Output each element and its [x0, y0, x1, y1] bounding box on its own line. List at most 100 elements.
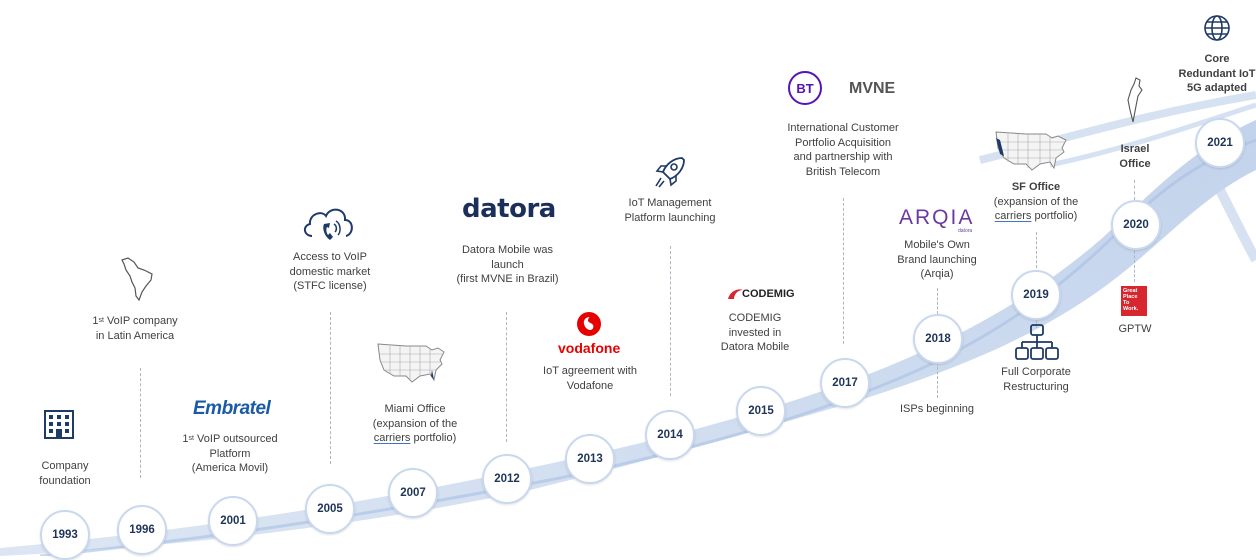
milestone-line: (America Movil)	[191, 462, 269, 474]
milestone-2020-bottom-text: GPTW	[1118, 323, 1152, 335]
milestone-line: (first MVNE in Brazil)	[456, 273, 559, 285]
milestone-line: British Telecom	[805, 165, 881, 178]
milestone-line: Restructuring	[1003, 380, 1069, 393]
milestone-line: Datora Mobile	[720, 341, 790, 353]
milestone-line: domestic market	[289, 265, 371, 278]
gptw-line: To	[1123, 300, 1130, 306]
vodafone-logo-icon	[577, 312, 601, 336]
connector-line	[330, 312, 331, 464]
year-marker-1993: 1993	[40, 510, 90, 560]
milestone-line: (Arqia)	[920, 268, 954, 280]
milestone-line: Platform	[209, 447, 251, 460]
milestone-line: Vodafone	[566, 379, 614, 392]
year-marker-2017: 2017	[820, 358, 870, 408]
codemig-logo: CODEMIG	[742, 288, 795, 300]
year-marker-2020: 2020	[1111, 200, 1161, 250]
connector-line	[937, 288, 938, 314]
year-marker-2001: 2001	[208, 496, 258, 546]
milestone-line: Mobile's Own	[904, 239, 970, 251]
embratel-logo: Embratel	[193, 398, 271, 419]
usa-map-icon	[377, 343, 445, 383]
gptw-line: Work.	[1123, 306, 1139, 312]
milestone-line: and partnership with	[793, 151, 893, 163]
ordinal-suffix: st	[188, 435, 194, 442]
milestone-line: launch	[491, 258, 524, 271]
milestone-line: (STFC license)	[293, 280, 367, 292]
milestone-line: in Latin America	[95, 329, 175, 342]
milestone-line: Israel	[1120, 143, 1150, 155]
milestone-1996-text: 1st VoIP company in Latin America	[70, 314, 200, 343]
milestone-2012-text: Datora Mobile was launch (first MVNE in …	[435, 243, 580, 287]
milestone-line: 1st VoIP company	[70, 314, 200, 329]
milestone-text: VoIP outsourced	[197, 433, 278, 445]
milestone-1993-text: Company foundation	[20, 459, 110, 488]
year-marker-2013: 2013	[565, 434, 615, 484]
year-marker-2007: 2007	[388, 468, 438, 518]
milestone-2018-bottom-text: ISPs beginning	[900, 403, 974, 415]
latin-america-map-icon	[121, 257, 153, 302]
milestone-line: SF Office	[1011, 181, 1061, 193]
milestone-line: (expansion of the	[372, 417, 458, 430]
usa-map-sf-icon	[995, 131, 1067, 171]
milestone-line: Office	[1119, 157, 1151, 170]
year-marker-2005: 2005	[305, 484, 355, 534]
milestone-line: IoT agreement with	[543, 365, 637, 377]
milestone-2019-bottom-text: Full Corporate Restructuring	[976, 365, 1096, 394]
milestone-line: Brand launching	[897, 253, 977, 266]
milestone-line: IoT Management	[628, 197, 712, 209]
connector-line	[1036, 232, 1037, 268]
connector-line	[843, 198, 844, 344]
gptw-line: Great	[1123, 288, 1138, 294]
year-marker-2019: 2019	[1011, 270, 1061, 320]
office-building-icon	[44, 410, 74, 439]
milestone-line: Miami Office	[384, 403, 446, 415]
milestone-line: Platform launching	[624, 211, 716, 224]
milestone-line: 5G adapted	[1187, 82, 1247, 94]
milestone-line: (expansion of the	[993, 195, 1079, 208]
connector-line	[1134, 246, 1135, 282]
milestone-line: carriers portfolio)	[355, 431, 475, 446]
year-marker-1996: 1996	[117, 505, 167, 555]
milestone-2021-text: Core Redundant IoT 5G adapted	[1172, 52, 1256, 96]
underlined-word: carriers	[373, 432, 411, 444]
arqia-logo: ARQIA	[899, 206, 975, 229]
gptw-line: Place	[1123, 294, 1138, 300]
connector-line	[1134, 180, 1135, 200]
mvne-label: MVNE	[849, 80, 896, 97]
datora-logo: datora	[462, 194, 556, 224]
bt-logo-text: BT	[796, 80, 814, 96]
ordinal-number: 1	[92, 315, 99, 327]
milestone-text: portfolio)	[410, 432, 457, 444]
year-marker-2018: 2018	[913, 314, 963, 364]
milestone-line: Full Corporate	[1001, 366, 1071, 378]
milestone-2017-text: International Customer Portfolio Acquisi…	[768, 121, 918, 179]
year-marker-2012: 2012	[482, 454, 532, 504]
arqia-logo-sub: datora	[958, 228, 973, 234]
milestone-2014-text: IoT Management Platform launching	[605, 196, 735, 225]
codemig-logo-icon	[728, 289, 743, 299]
milestone-2015-text: CODEMIG invested in Datora Mobile	[705, 311, 805, 355]
milestone-line: CODEMIG	[728, 312, 782, 324]
milestone-2013-text: IoT agreement with Vodafone	[530, 364, 650, 393]
ordinal-suffix: st	[98, 317, 104, 324]
bt-logo: BT	[788, 71, 822, 105]
milestone-2001-text: 1st VoIP outsourced Platform (America Mo…	[170, 432, 290, 476]
gptw-logo: Great Place To Work.	[1121, 286, 1147, 316]
milestone-line: invested in	[728, 326, 782, 339]
milestone-text: portfolio)	[1031, 210, 1078, 222]
year-marker-2014: 2014	[645, 410, 695, 460]
milestone-2007-text: Miami Office (expansion of the carriers …	[355, 402, 475, 446]
milestone-2005-text: Access to VoIP domestic market (STFC lic…	[265, 250, 395, 294]
milestone-2019-text: SF Office (expansion of the carriers por…	[976, 180, 1096, 224]
milestone-line: Company	[41, 460, 89, 472]
milestone-line: foundation	[39, 474, 91, 487]
connector-line	[140, 368, 141, 478]
underlined-word: carriers	[994, 210, 1032, 222]
milestone-text: VoIP company	[106, 315, 178, 327]
connector-line	[1036, 312, 1037, 328]
cloud-phone-icon	[304, 208, 353, 240]
year-marker-2021: 2021	[1195, 118, 1245, 168]
milestone-line: Redundant IoT	[1178, 67, 1256, 80]
milestone-line: Access to VoIP	[293, 251, 367, 263]
ordinal-number: 1	[182, 433, 189, 445]
